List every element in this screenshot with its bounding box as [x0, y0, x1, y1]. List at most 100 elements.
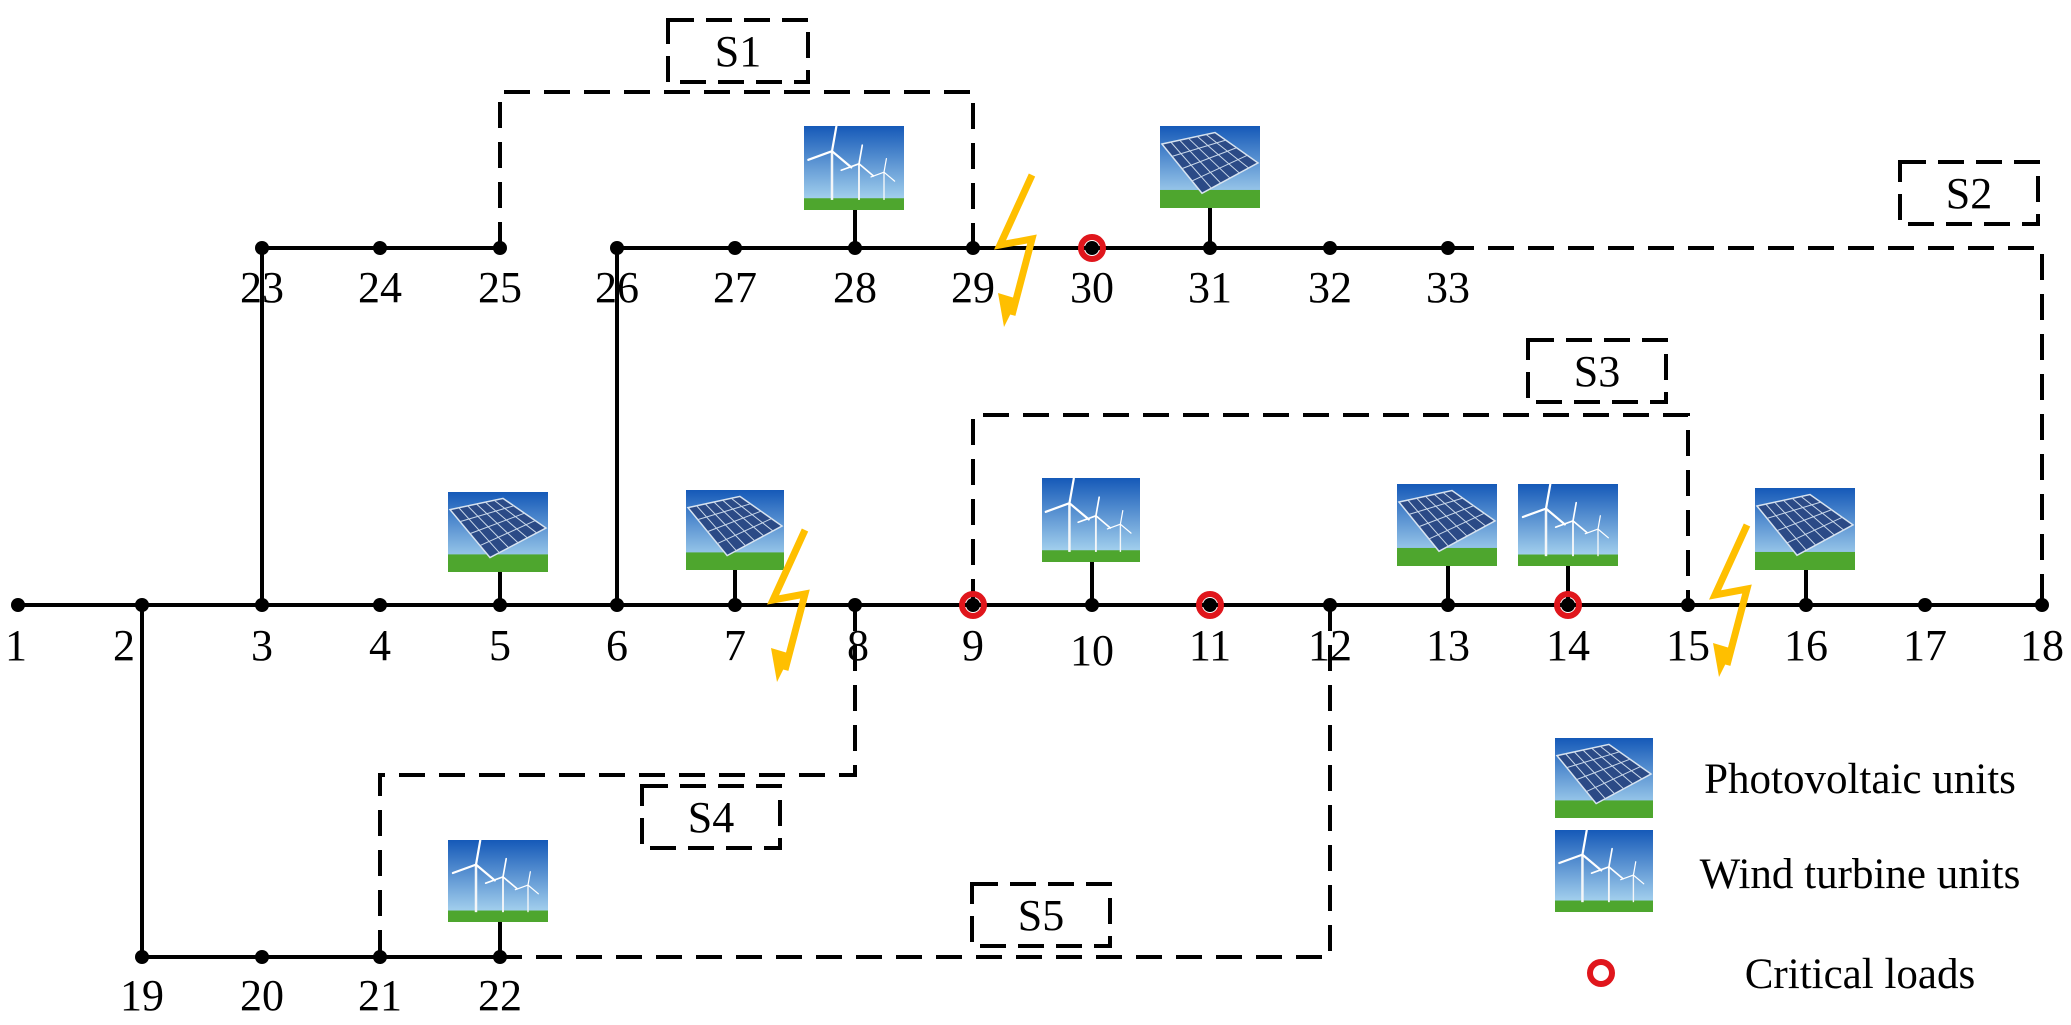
bus-label-24: 24	[358, 263, 402, 312]
bus-label-22: 22	[478, 971, 522, 1020]
bus-13: 13	[1426, 598, 1470, 670]
bus-12: 12	[1308, 598, 1352, 670]
bus-11: 11	[1189, 591, 1231, 670]
bus-7: 7	[724, 598, 746, 670]
bus-dot	[1323, 598, 1337, 612]
critical-load-icon	[1587, 959, 1615, 987]
bus-26: 26	[595, 241, 639, 312]
bus-dot	[728, 598, 742, 612]
bus-label-18: 18	[2020, 621, 2064, 670]
bus-dot	[848, 241, 862, 255]
legend-pv-label: Photovoltaic units	[1704, 756, 2016, 803]
bus-label-32: 32	[1308, 263, 1352, 312]
bus-14: 14	[1546, 591, 1590, 670]
bus-4: 4	[369, 598, 391, 670]
bus-label-7: 7	[724, 621, 746, 670]
tie-switch-s2: S2	[1448, 160, 2044, 605]
bus-label-1: 1	[5, 621, 27, 670]
bus-10: 10	[1070, 598, 1114, 675]
tie-switch-s3: S3	[971, 338, 1690, 605]
bus-dot	[1918, 598, 1932, 612]
pv-unit-5	[448, 492, 548, 605]
bus-30: 30	[1070, 234, 1114, 312]
tie-switch-s4: S4	[378, 605, 857, 957]
bus-label-10: 10	[1070, 626, 1114, 675]
bus-dot	[728, 241, 742, 255]
lightning-arrow-icon	[998, 293, 1018, 327]
legend-critical: Critical loads	[1587, 951, 1975, 998]
bus-label-17: 17	[1903, 621, 1947, 670]
bus-dot	[493, 598, 507, 612]
bus-32: 32	[1308, 241, 1352, 312]
bus-20: 20	[240, 950, 284, 1020]
bus-31: 31	[1188, 241, 1232, 312]
bus-label-9: 9	[962, 621, 984, 670]
switch-box-s2	[1898, 160, 2040, 226]
bus-label-20: 20	[240, 971, 284, 1020]
bus-label-28: 28	[833, 263, 877, 312]
lightning-arrow-icon	[1713, 643, 1733, 677]
lightning-bolt-icon	[1709, 523, 1752, 666]
switch-box-s4	[640, 784, 782, 850]
bus-dot	[1681, 598, 1695, 612]
bus-dot	[1561, 598, 1575, 612]
bus-dot	[1085, 598, 1099, 612]
bus-label-13: 13	[1426, 621, 1470, 670]
bus-label-6: 6	[606, 621, 628, 670]
bus-dot	[493, 241, 507, 255]
bus-dot	[373, 950, 387, 964]
bus-label-23: 23	[240, 263, 284, 312]
critical-load-marker	[959, 591, 987, 619]
bus-15: 15	[1666, 598, 1710, 670]
bus-label-2: 2	[113, 621, 135, 670]
pv-unit-7	[686, 490, 784, 605]
bus-dot	[610, 598, 624, 612]
fault-layer	[767, 173, 1752, 682]
bus-label-25: 25	[478, 263, 522, 312]
legend-wt-label: Wind turbine units	[1700, 851, 2021, 898]
bus-33: 33	[1426, 241, 1470, 312]
bus-dot	[255, 950, 269, 964]
pv-unit-31	[1160, 126, 1260, 248]
bus-dot	[255, 241, 269, 255]
wind-unit-22	[448, 839, 548, 957]
bus-dot	[610, 241, 624, 255]
bus-label-12: 12	[1308, 621, 1352, 670]
legend-pv: Photovoltaic units	[1555, 738, 2016, 818]
bus-6: 6	[606, 598, 628, 670]
bus-dot	[135, 598, 149, 612]
legend-wt: Wind turbine units	[1555, 829, 2021, 912]
bus-1: 1	[5, 598, 27, 670]
bus-28: 28	[833, 241, 877, 312]
bus-22: 22	[478, 950, 522, 1020]
wind-unit-14	[1518, 483, 1618, 605]
legend-critical-label: Critical loads	[1745, 951, 1975, 998]
fault-15-16	[1709, 523, 1752, 677]
bus-label-15: 15	[1666, 621, 1710, 670]
switch-box-s5	[970, 882, 1112, 948]
bus-label-26: 26	[595, 263, 639, 312]
bus-dot	[493, 950, 507, 964]
bus-label-30: 30	[1070, 263, 1114, 312]
bus-label-11: 11	[1189, 621, 1231, 670]
bus-dot	[373, 241, 387, 255]
fault-29-30	[994, 173, 1037, 327]
bus-25: 25	[478, 241, 522, 312]
bus-label-5: 5	[489, 621, 511, 670]
bus-label-14: 14	[1546, 621, 1590, 670]
feeder-line-layer	[18, 246, 2042, 959]
tie-switch-s5: S5	[500, 605, 1332, 959]
tie-line-s3	[971, 413, 1690, 605]
switch-label-s4: S4	[688, 793, 734, 842]
wind-unit-10	[1042, 477, 1140, 605]
generator-layer	[448, 125, 1855, 957]
bus-19: 19	[120, 950, 164, 1020]
bus-dot	[1441, 241, 1455, 255]
bus-9: 9	[959, 591, 987, 670]
tie-switch-s1: S1	[498, 18, 975, 248]
bus-label-33: 33	[1426, 263, 1470, 312]
switch-box-s1	[666, 18, 810, 84]
